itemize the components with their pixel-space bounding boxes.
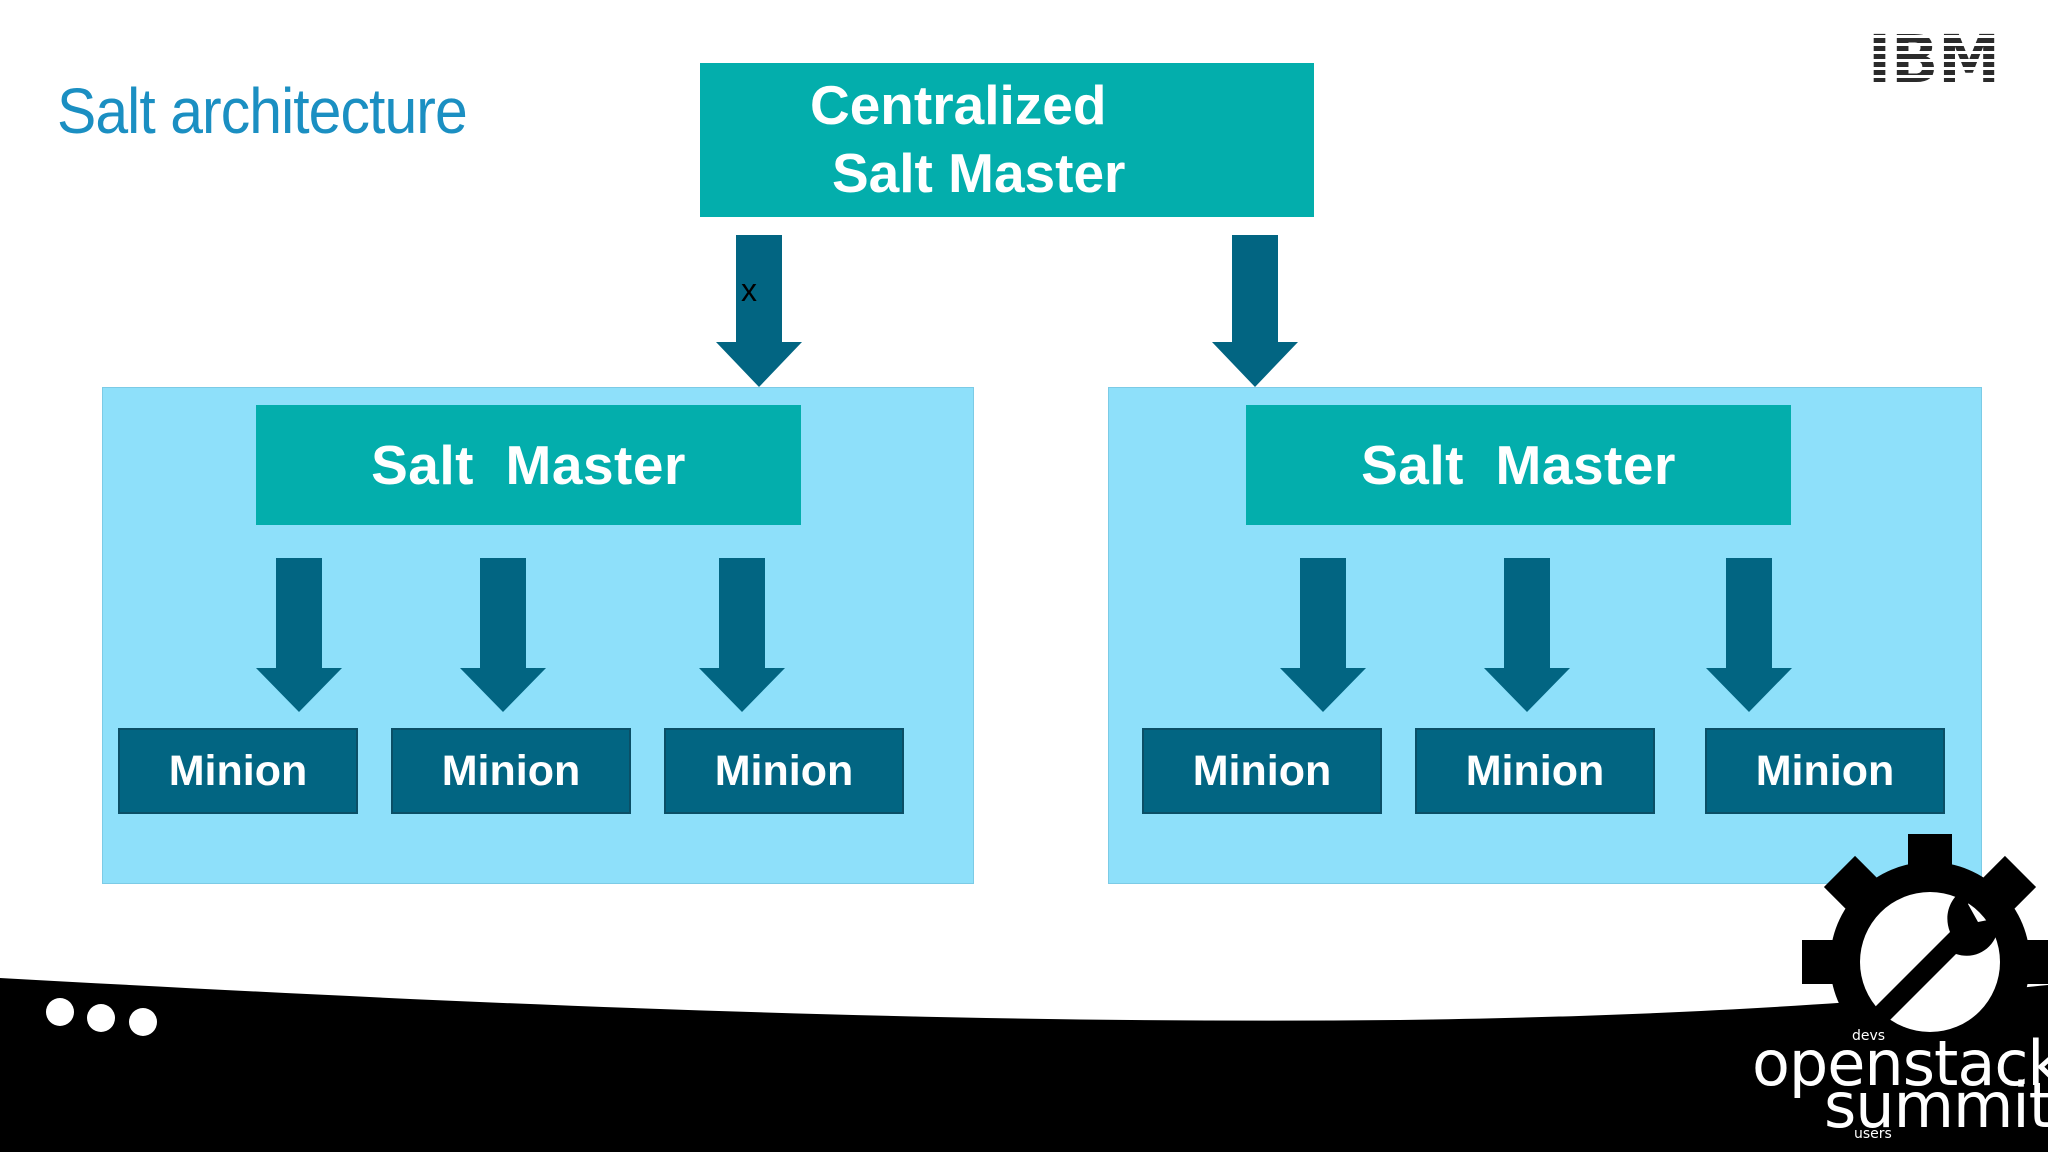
central-to-left-master-arrow bbox=[716, 235, 802, 387]
left-master-to-minion-2-arrow bbox=[460, 558, 546, 712]
left-minion-3: Minion bbox=[664, 728, 904, 814]
left-minion-2: Minion bbox=[391, 728, 631, 814]
right-salt-master-box: Salt Master bbox=[1246, 405, 1791, 525]
centralized-master-line2: Salt Master bbox=[832, 142, 1126, 204]
right-minion-3: Minion bbox=[1705, 728, 1945, 814]
left-minion-1: Minion bbox=[118, 728, 358, 814]
right-master-to-minion-2-arrow bbox=[1484, 558, 1570, 712]
openstack-tag-devs: devs bbox=[1852, 1028, 1886, 1044]
right-minion-1: Minion bbox=[1142, 728, 1382, 814]
left-master-to-minion-1-arrow bbox=[256, 558, 342, 712]
ibm-logo: IBM bbox=[1868, 30, 2000, 84]
left-master-to-minion-3-arrow bbox=[699, 558, 785, 712]
summit-wordmark: summit bbox=[1824, 1069, 2048, 1142]
left-salt-master-box: Salt Master bbox=[256, 405, 801, 525]
openstack-wordmark: openstack bbox=[1752, 1027, 2048, 1100]
openstack-tag-users: users bbox=[1854, 1126, 1892, 1142]
right-master-to-minion-1-arrow bbox=[1280, 558, 1366, 712]
central-to-right-master-arrow bbox=[1212, 235, 1298, 387]
right-master-to-minion-3-arrow bbox=[1706, 558, 1792, 712]
ibm-logo-text: IBM bbox=[1868, 30, 2000, 84]
slide-title: Salt architecture bbox=[57, 75, 468, 147]
right-minion-2: Minion bbox=[1415, 728, 1655, 814]
left-arrow-x-mark: x bbox=[741, 272, 757, 308]
centralized-salt-master-box: Centralized Salt Master bbox=[700, 63, 1314, 217]
centralized-master-line1: Centralized bbox=[810, 74, 1107, 136]
